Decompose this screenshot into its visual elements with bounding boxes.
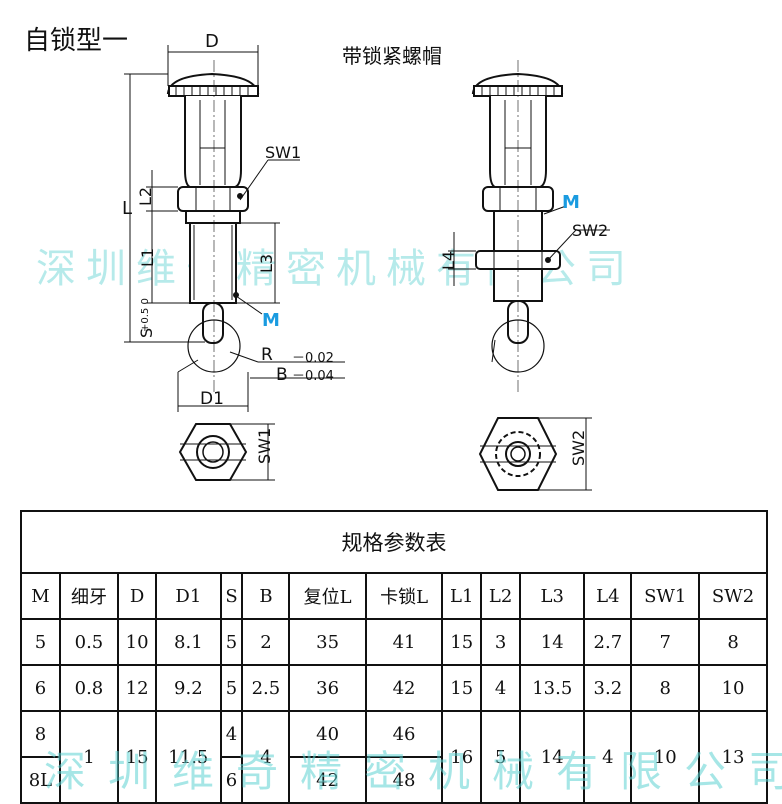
dim-S: S bbox=[137, 328, 156, 338]
header-cell: L1 bbox=[441, 572, 483, 620]
table-cell: 16 bbox=[441, 710, 483, 804]
table-cell: 2 bbox=[241, 618, 291, 666]
header-cell: L4 bbox=[583, 572, 633, 620]
table-row: 5 0.5 10 8.1 5 2 35 41 15 3 14 2.7 7 8 bbox=[20, 618, 768, 666]
dim-SW1: SW1 bbox=[265, 143, 301, 162]
table-cell: 40 bbox=[288, 710, 367, 758]
table-cell: 46 bbox=[364, 710, 444, 758]
thread-M-left: M bbox=[262, 310, 280, 331]
technical-drawing: 深圳维奇精密机械有限公司 bbox=[36, 31, 626, 491]
dimensions-left bbox=[124, 45, 345, 412]
table-cell: 4 bbox=[583, 710, 633, 804]
table-cell: 42 bbox=[364, 664, 444, 712]
knob-knurl-left bbox=[168, 85, 259, 97]
dim-D1: D1 bbox=[200, 389, 224, 409]
header-cell: M bbox=[20, 572, 61, 620]
table-cell: 15 bbox=[441, 618, 483, 666]
table-cell: 8 bbox=[630, 664, 701, 712]
table-cell: 41 bbox=[364, 618, 444, 666]
dim-L4: L4 bbox=[439, 251, 458, 270]
table-cell: 5 bbox=[219, 664, 244, 712]
thread-left bbox=[189, 222, 237, 304]
table-cell: 48 bbox=[364, 756, 444, 804]
table-cell: 15 bbox=[117, 710, 158, 804]
table-cell: 15 bbox=[441, 664, 483, 712]
dim-B: B bbox=[276, 365, 288, 385]
thread-M-right: M bbox=[562, 192, 580, 213]
header-cell: L3 bbox=[519, 572, 586, 620]
table-cell: 6 bbox=[20, 664, 61, 712]
table-cell: 5 bbox=[219, 618, 244, 666]
plunger-left bbox=[166, 72, 260, 344]
header-cell: 卡锁L bbox=[364, 572, 444, 620]
header-cell: 细牙 bbox=[58, 572, 120, 620]
table-cell: 9.2 bbox=[155, 664, 222, 712]
table-cell: 42 bbox=[288, 756, 367, 804]
tol-R: －0.02 bbox=[292, 351, 334, 366]
header-cell: SW1 bbox=[630, 572, 701, 620]
table-cell: 14 bbox=[519, 710, 586, 804]
table-caption: 规格参数表 bbox=[20, 510, 768, 574]
table-cell: 0.5 bbox=[58, 618, 120, 666]
table-cell: 4 bbox=[219, 710, 244, 758]
page-title: 自锁型一 bbox=[24, 26, 129, 56]
table-row: 8 1 15 11.5 4 4 40 46 16 5 14 4 10 13 bbox=[20, 710, 768, 804]
spec-table: 规格参数表 M 细牙 D D1 S B 复位L 卡锁L L1 L2 L3 L4 … bbox=[20, 510, 768, 804]
hex-left bbox=[177, 186, 249, 212]
pin-left bbox=[202, 302, 224, 344]
table-cell: 0.8 bbox=[58, 664, 120, 712]
table-cell: 13 bbox=[698, 710, 768, 804]
table-cell: 2.7 bbox=[583, 618, 633, 666]
table-header-row: M 细牙 D D1 S B 复位L 卡锁L L1 L2 L3 L4 SW1 SW… bbox=[20, 572, 768, 620]
table-cell: 10 bbox=[117, 618, 158, 666]
hex-end-view-right bbox=[478, 417, 558, 491]
table-cell: 2.5 bbox=[241, 664, 291, 712]
dim-R: R bbox=[261, 345, 273, 365]
dim-L: L bbox=[122, 198, 132, 219]
dim-S-tol: +0.5 0 bbox=[140, 298, 151, 332]
header-cell: L2 bbox=[480, 572, 522, 620]
dim-L1: L1 bbox=[138, 248, 157, 267]
dim-D: D bbox=[205, 31, 219, 52]
dim-L3: L3 bbox=[257, 254, 276, 273]
table-cell: 8.1 bbox=[155, 618, 222, 666]
table-cell: 10 bbox=[698, 664, 768, 712]
dim-SW2: SW2 bbox=[572, 221, 608, 240]
knob-body-left bbox=[184, 96, 242, 188]
table-cell: 5 bbox=[480, 710, 522, 804]
table-cell: 1 bbox=[58, 710, 120, 804]
tol-B: －0.04 bbox=[292, 369, 334, 384]
header-cell: B bbox=[241, 572, 291, 620]
plunger-right bbox=[471, 72, 564, 344]
table-cell: 14 bbox=[519, 618, 586, 666]
dim-L2: L2 bbox=[136, 187, 155, 206]
header-cell: S bbox=[219, 572, 244, 620]
table-cell: 10 bbox=[630, 710, 701, 804]
table-cell: 5 bbox=[20, 618, 61, 666]
header-cell: 复位L bbox=[288, 572, 367, 620]
table-cell: 4 bbox=[480, 664, 522, 712]
header-cell: D1 bbox=[155, 572, 222, 620]
header-cell: D bbox=[117, 572, 158, 620]
table-cell: 11.5 bbox=[155, 710, 222, 804]
dimensions-right bbox=[448, 205, 610, 363]
table-cell: 8L bbox=[20, 756, 61, 804]
table-cell: 36 bbox=[288, 664, 367, 712]
table-cell: 4 bbox=[241, 710, 291, 804]
table-cell: 13.5 bbox=[519, 664, 586, 712]
table-cell: 12 bbox=[117, 664, 158, 712]
table-cell: 3.2 bbox=[583, 664, 633, 712]
dim-SW2-end: SW2 bbox=[569, 430, 588, 466]
table-cell: 7 bbox=[630, 618, 701, 666]
table-cell: 8 bbox=[20, 710, 61, 758]
table-cell: 6 bbox=[219, 756, 244, 804]
table-cell: 3 bbox=[480, 618, 522, 666]
dim-SW1-end: SW1 bbox=[255, 428, 274, 464]
hex-end-view-left bbox=[178, 423, 248, 481]
table-row: 6 0.8 12 9.2 5 2.5 36 42 15 4 13.5 3.2 8… bbox=[20, 664, 768, 712]
table-cell: 8 bbox=[698, 618, 768, 666]
variant-subtitle: 带锁紧螺帽 bbox=[342, 44, 442, 68]
table-cell: 35 bbox=[288, 618, 367, 666]
header-cell: SW2 bbox=[698, 572, 768, 620]
